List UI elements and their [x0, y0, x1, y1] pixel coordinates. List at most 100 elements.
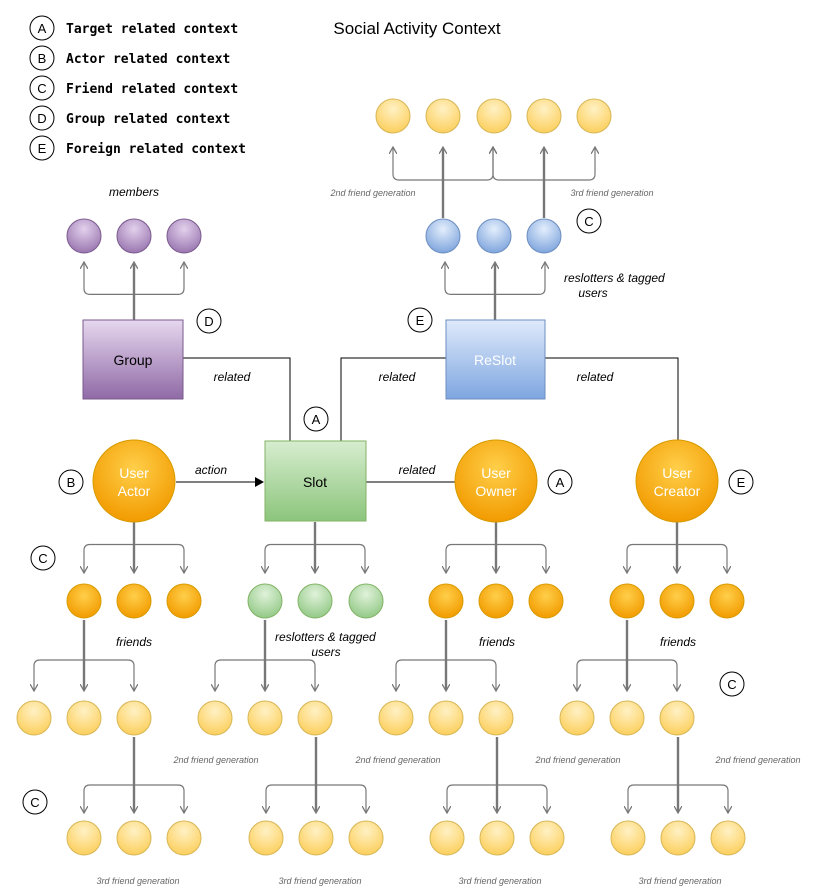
- third-gen-node-2-0: [429, 820, 465, 856]
- user-owner-label-line1: User: [481, 465, 511, 481]
- group-label: Group: [114, 352, 153, 368]
- third-gen-node-1-1: [298, 820, 334, 856]
- badge-creator: [728, 469, 754, 495]
- friend-node-3-1: [659, 583, 695, 619]
- friend-node-2-0: [428, 583, 464, 619]
- legend-text: Friend related context: [66, 82, 238, 97]
- related-label-reslot: related: [379, 370, 416, 384]
- badge-creator-second: [719, 671, 745, 697]
- legend-letter: A: [38, 21, 47, 36]
- badge-letter: D: [204, 314, 213, 329]
- user-creator-node: [635, 439, 719, 523]
- second-gen-label-2: 2nd friend generation: [534, 755, 620, 765]
- second-gen-label-0: 2nd friend generation: [172, 755, 258, 765]
- reslot-users-fan-arrow-left: [445, 263, 495, 295]
- third-gen-label-2: 3rd friend generation: [458, 876, 541, 886]
- diagram-title: Social Activity Context: [333, 19, 501, 38]
- badge-letter: C: [584, 214, 593, 229]
- second-gen-node-2-2: [478, 700, 514, 736]
- slot-label: Slot: [303, 474, 327, 490]
- third-gen-fan-right-1: [316, 784, 366, 812]
- reslot-users-fan-arrow-right: [495, 263, 545, 295]
- second-gen-node-2-0: [378, 700, 414, 736]
- connectors: [176, 357, 679, 487]
- friend-node-2-2: [528, 583, 564, 619]
- legend-badge-e: [29, 135, 55, 161]
- member-node-2: [166, 218, 202, 254]
- legend-text: Group related context: [66, 112, 230, 127]
- members-label: members: [109, 185, 159, 199]
- reslot-third-gen-label: 3rd friend generation: [570, 188, 653, 198]
- reslot-box: [445, 319, 546, 400]
- badge-letter: C: [30, 795, 39, 810]
- owner-friends-label: friends: [479, 635, 515, 649]
- badge-letter: C: [38, 551, 47, 566]
- legend-badge-a: [29, 15, 55, 41]
- badge-reslot: [407, 307, 433, 333]
- second-gen-fan-left-3: [577, 659, 627, 690]
- friend-node-2-1: [478, 583, 514, 619]
- member-node-0: [66, 218, 102, 254]
- third-gen-node-0-1: [116, 820, 152, 856]
- third-gen-fan-left-0: [84, 784, 134, 812]
- third-gen-node-0-2: [166, 820, 202, 856]
- badge-letter: C: [727, 677, 736, 692]
- legend-badge-d: [29, 105, 55, 131]
- user-creator-label-line1: User: [662, 465, 692, 481]
- second-gen-fan-right-0: [84, 659, 134, 690]
- third-gen-fan-left-3: [628, 784, 678, 812]
- slot-users-label-line1: reslotters & tagged: [275, 630, 376, 644]
- second-gen-fan-left-0: [34, 659, 84, 690]
- related-label-owner: related: [399, 463, 436, 477]
- group-members-fan-arrow-right: [134, 263, 184, 295]
- third-gen-node-3-2: [710, 820, 746, 856]
- badge-letter: B: [67, 475, 76, 490]
- third-gen-node-2-2: [529, 820, 565, 856]
- third-gen-fan-right-3: [678, 784, 728, 812]
- reslot-second-gen-node-4: [576, 98, 612, 134]
- legend-letter: C: [37, 81, 46, 96]
- friend-node-3-0: [609, 583, 645, 619]
- second-gen-node-3-2: [659, 700, 695, 736]
- legend-badge-b: [29, 45, 55, 71]
- second-gen-fan-right-1: [265, 659, 315, 690]
- reslot-user-node-1: [476, 218, 512, 254]
- slot-user-node-1-1: [297, 583, 333, 619]
- third-gen-node-1-2: [348, 820, 384, 856]
- third-gen-fan-right-2: [497, 784, 547, 812]
- reslot-second-fan-left-1: [493, 148, 544, 181]
- third-gen-fan-right-0: [134, 784, 184, 812]
- first-gen-fan-3-arrow-left: [627, 543, 677, 573]
- action-label: action: [195, 463, 227, 477]
- actor-friends-label: friends: [116, 635, 152, 649]
- badge-slot: [303, 406, 329, 432]
- legend-text: Foreign related context: [66, 142, 246, 157]
- third-gen-label-3: 3rd friend generation: [638, 876, 721, 886]
- legend-badge-c: [29, 75, 55, 101]
- user-actor-label-line1: User: [119, 465, 149, 481]
- second-gen-node-1-0: [197, 700, 233, 736]
- badge-reslot-users: [576, 208, 602, 234]
- first-gen-fan-3-arrow-right: [677, 543, 727, 573]
- second-gen-node-2-1: [428, 700, 464, 736]
- first-gen-fan-0-arrow-left: [84, 543, 134, 573]
- group-box: [82, 319, 184, 400]
- reslot-users-label-line2: users: [578, 286, 607, 300]
- third-gen-label-0: 3rd friend generation: [96, 876, 179, 886]
- badge-letter: E: [416, 313, 425, 328]
- user-actor-label-line2: Actor: [118, 483, 151, 499]
- user-owner-label-line2: Owner: [475, 483, 517, 499]
- friend-node-0-0: [66, 583, 102, 619]
- reslot-user-node-0: [425, 218, 461, 254]
- user-actor-node: [92, 439, 176, 523]
- reslot-user-node-2: [526, 218, 562, 254]
- second-gen-node-0-2: [116, 700, 152, 736]
- badge-letter: E: [737, 475, 746, 490]
- second-gen-node-3-1: [609, 700, 645, 736]
- reslot-second-fan-left-0: [393, 148, 443, 181]
- slot-reslot-connector: [340, 357, 446, 441]
- user-owner-node: [454, 439, 538, 523]
- second-gen-fan-right-3: [627, 659, 677, 690]
